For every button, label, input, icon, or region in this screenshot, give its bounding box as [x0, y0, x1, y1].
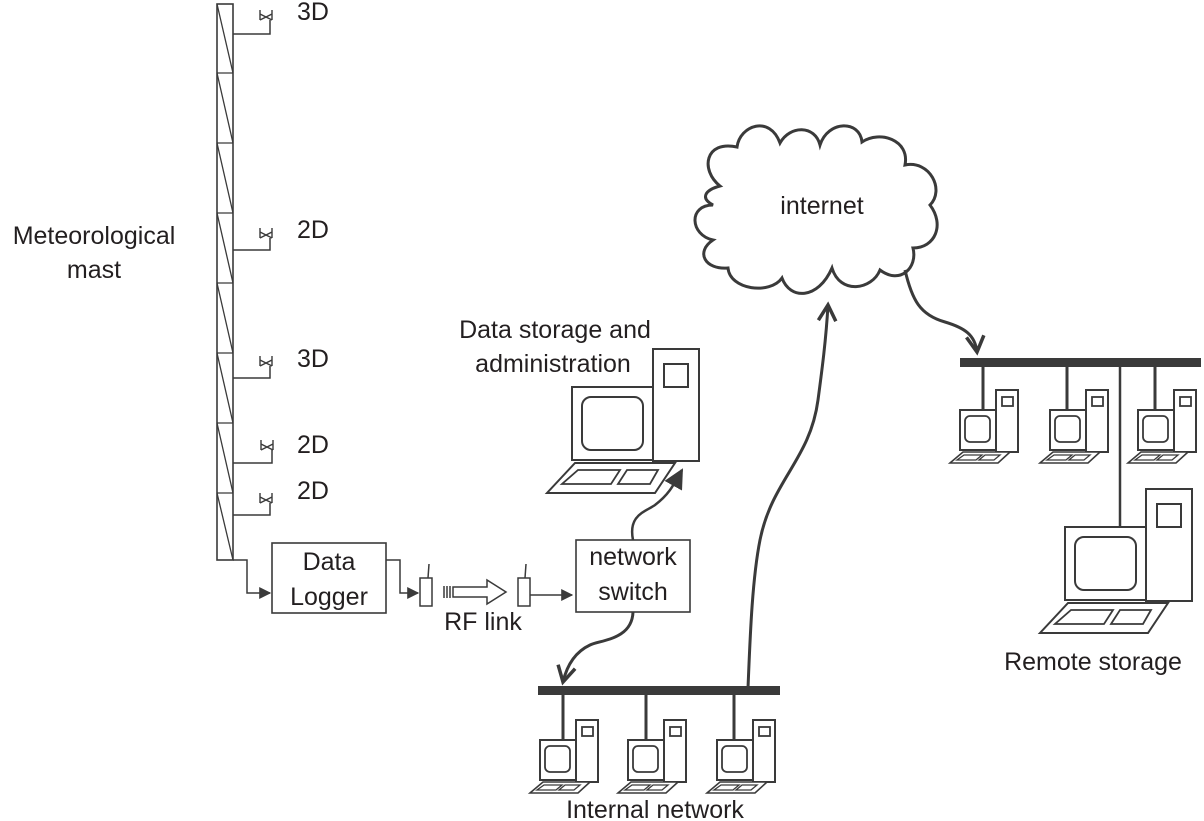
remote-storage-label: Remote storage [1004, 648, 1182, 676]
sensor-3 [233, 355, 273, 379]
mast-label-line2: mast [67, 256, 121, 284]
network-switch-label-line2: switch [598, 578, 667, 606]
sensor-label: 2D [297, 477, 329, 505]
sensor-label: 2D [297, 431, 329, 459]
remote-network [949, 358, 1201, 535]
admin-label-line2: administration [475, 350, 631, 378]
internal-to-internet-arrow [746, 305, 828, 689]
network-switch-label-line1: network [589, 543, 677, 571]
rf-link-arrow [443, 578, 508, 606]
remote-workstation-3 [1127, 389, 1197, 464]
internal-network-bus [538, 686, 780, 695]
sensor-5 [233, 492, 273, 516]
admin-label-line1: Data storage and [459, 316, 651, 344]
sensor-4 [233, 439, 274, 464]
admin-computer [544, 348, 700, 494]
remote-network-bus [960, 358, 1201, 367]
rf-receiver [517, 563, 531, 607]
mast-label-line1: Meteorological [13, 222, 176, 250]
internet-to-remote-arrow [903, 269, 977, 352]
sensor-label: 3D [297, 0, 329, 26]
switch-to-internal-network-arrow [563, 611, 635, 682]
internal-workstation-2 [617, 719, 687, 794]
remote-workstation-2 [1039, 389, 1109, 464]
remote-storage-computer [1037, 488, 1193, 634]
meteorological-mast [216, 3, 234, 561]
switch-to-admin-arrow [630, 468, 684, 541]
internal-network [529, 686, 780, 794]
internet-cloud: internet [693, 124, 939, 295]
rf-link-label: RF link [444, 608, 522, 636]
network-switch: network switch [575, 539, 691, 613]
data-logger: Data Logger [271, 542, 387, 614]
rf-transmitter [419, 563, 433, 607]
internal-workstation-3 [706, 719, 776, 794]
data-logger-label-line1: Data [303, 548, 356, 576]
internal-network-label: Internal network [566, 796, 744, 821]
sensor-label: 2D [297, 216, 329, 244]
sensor-label: 3D [297, 345, 329, 373]
mast-to-logger-arrow [233, 559, 272, 599]
logger-to-transmitter-arrow [386, 559, 420, 599]
sensor-1 [233, 9, 273, 35]
internet-label: internet [780, 192, 863, 220]
data-logger-label-line2: Logger [290, 583, 368, 611]
sensor-2 [233, 227, 273, 251]
